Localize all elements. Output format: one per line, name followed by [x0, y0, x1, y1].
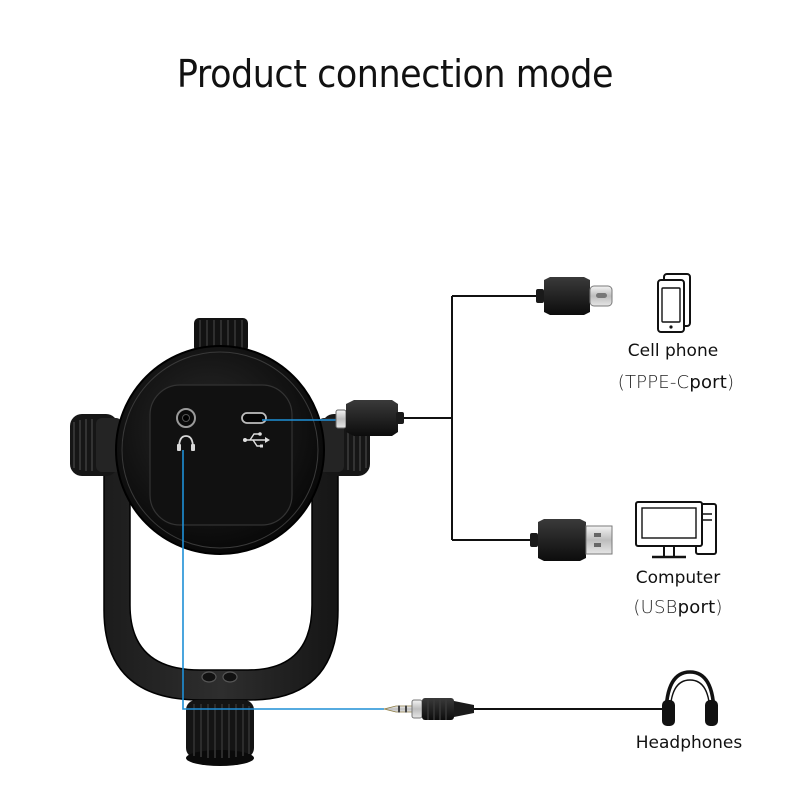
left-knob [70, 414, 122, 476]
computer-port-type: USB [640, 597, 678, 618]
usb-symbol-icon [243, 432, 270, 448]
cell-phone-port-type: TPPE-C [624, 372, 690, 393]
computer-port-label: (USBport) [633, 597, 722, 618]
microphone [70, 318, 370, 766]
cell-phone-label: Cell phone [627, 341, 719, 361]
paren-open: ( [617, 372, 625, 393]
paren-close: ) [727, 372, 735, 393]
mount-knob [186, 700, 254, 766]
computer-port-suffix: port [677, 597, 716, 618]
headphones-label: Headphones [635, 733, 743, 753]
cell-phone-port-suffix: port [689, 372, 728, 393]
headphones-icon [662, 670, 718, 726]
usb-c-plug-icon [335, 400, 404, 436]
smartphone-icon [657, 273, 691, 333]
headphone-jack-icon [176, 408, 196, 451]
usb-c-plug-icon [536, 277, 613, 315]
desktop-computer-icon [635, 501, 717, 559]
cables [402, 295, 662, 710]
top-knob [194, 318, 248, 352]
diagram-title: Product connection mode [176, 52, 614, 96]
paren-close: ) [715, 597, 723, 618]
rear-panel [149, 384, 293, 526]
bottom-buttons [201, 671, 238, 683]
usb-c-port-icon [241, 412, 267, 424]
3.5mm-audio-plug-icon [383, 698, 474, 720]
usb-a-plug-icon [530, 519, 613, 561]
cell-phone-port-label: (TPPE-Cport) [618, 372, 735, 393]
paren-open: ( [633, 597, 641, 618]
connector-lines [182, 419, 384, 710]
computer-label: Computer [635, 568, 721, 588]
